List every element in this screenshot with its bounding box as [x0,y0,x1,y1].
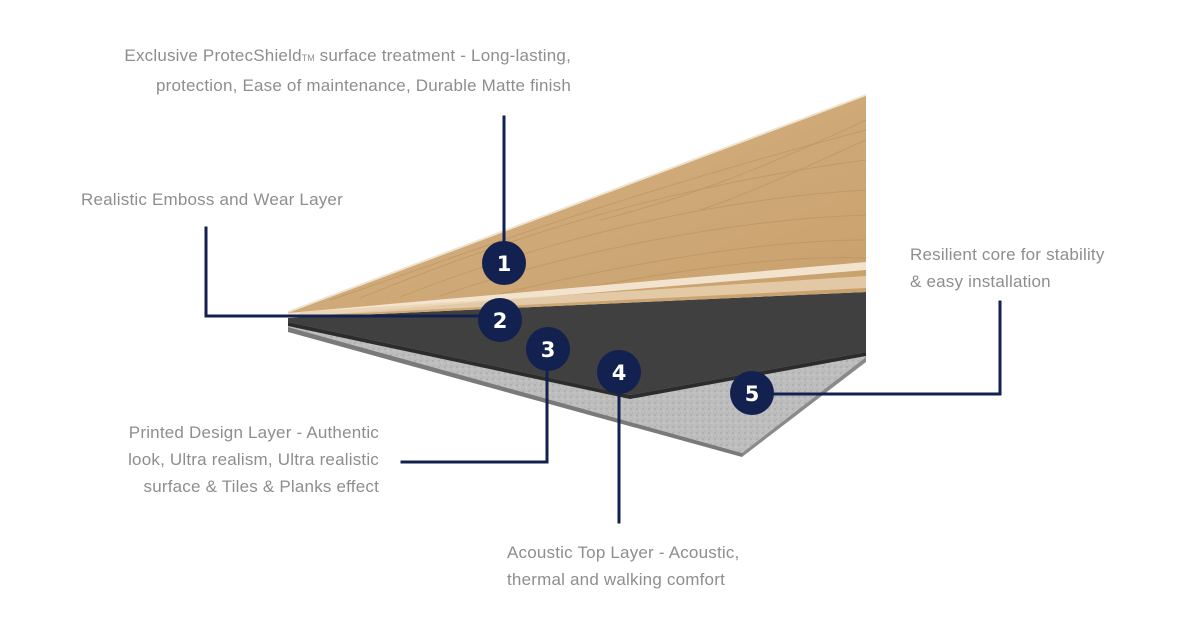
badge-4: 4 [597,350,641,394]
label-layer-5: Resilient core for stability & easy inst… [910,241,1105,295]
badge-5: 5 [730,371,774,415]
leader-line-5 [770,300,1002,396]
label-layer-2: Realistic Emboss and Wear Layer [81,186,343,213]
label-layer-1-line2: protection, Ease of maintenance, Durable… [155,76,571,95]
label-layer-4-line1: Acoustic Top Layer - Acoustic, [507,543,740,562]
label-layer-1-brand: Exclusive ProtecShield [124,46,302,65]
leader-line-3 [400,366,549,464]
label-layer-1-line1: Exclusive ProtecShieldTM surface treatme… [124,42,571,72]
svg-text:1: 1 [497,252,512,276]
svg-text:5: 5 [745,382,760,406]
svg-text:2: 2 [493,309,508,333]
badge-1: 1 [482,241,526,285]
core-edge [288,327,742,457]
wear-layer-strip-2 [300,276,866,316]
label-layer-4: Acoustic Top Layer - Acoustic, thermal a… [507,539,739,593]
label-layer-5-line2: & easy installation [910,272,1051,291]
leader-lines [204,115,1002,524]
label-layer-3-line3: surface & Tiles & Planks effect [143,477,379,496]
trademark-mark: TM [301,53,315,63]
label-layer-3: Printed Design Layer - Authentic look, U… [128,419,379,500]
surface-top-edge [287,94,867,313]
label-layer-4-line2: thermal and walking comfort [507,570,725,589]
label-layer-3-line2: look, Ultra realism, Ultra realistic [128,450,379,469]
label-layer-1-rest: surface treatment - Long-lasting, [314,46,571,65]
wood-surface-layer [288,95,866,318]
label-layer-2-line1: Realistic Emboss and Wear Layer [81,190,343,209]
leader-line-2 [204,226,482,318]
acoustic-edge [288,322,866,399]
badge-3: 3 [526,327,570,371]
label-layer-1: Exclusive ProtecShieldTM surface treatme… [124,42,571,99]
acoustic-layer [288,292,866,395]
core-right-edge [742,357,866,457]
label-layer-3-line1: Printed Design Layer - Authentic [128,423,379,442]
badge-2: 2 [478,298,522,342]
svg-text:4: 4 [612,361,627,385]
label-layer-5-line1: Resilient core for stability [910,245,1105,264]
svg-text:3: 3 [541,338,556,362]
